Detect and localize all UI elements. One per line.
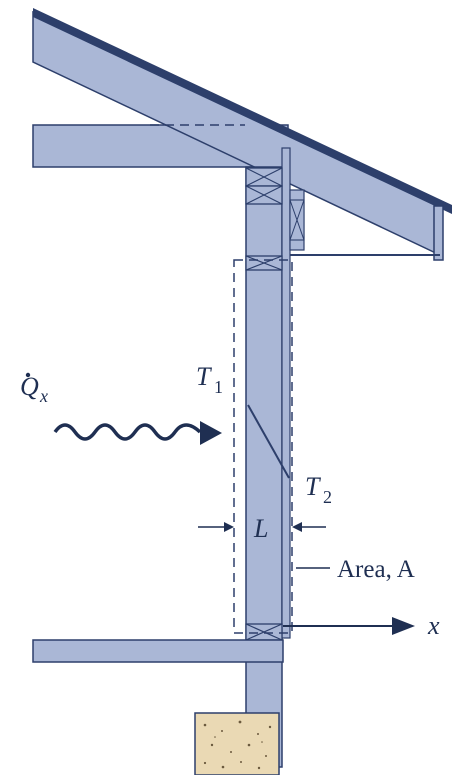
area-label: Area, A	[337, 556, 415, 583]
svg-text:Q: Q	[20, 372, 39, 401]
wavy-arrow-icon	[53, 421, 222, 445]
bottom-plate-block	[245, 623, 283, 641]
svg-text:T: T	[305, 472, 321, 501]
heat-rate-label: Q x	[20, 372, 48, 406]
dimension-arrows-icon	[198, 522, 326, 532]
floor-joist	[32, 639, 284, 663]
top-plate-lower-block	[245, 255, 283, 271]
svg-text:T: T	[196, 362, 212, 391]
top-plate-block	[245, 167, 305, 241]
foundation	[194, 712, 280, 775]
t1-label: T 1	[196, 362, 223, 397]
svg-text:1: 1	[214, 377, 223, 397]
svg-text:x: x	[39, 386, 48, 406]
control-volume-boundary	[233, 259, 293, 634]
t2-label: T 2	[305, 472, 332, 507]
arrow-right-icon	[283, 617, 415, 635]
wall-stud	[245, 147, 305, 768]
x-axis-label: x	[427, 611, 440, 640]
roof-rafter	[32, 8, 452, 261]
svg-text:2: 2	[323, 487, 332, 507]
thickness-label: L	[253, 514, 268, 543]
temperature-profile-line	[247, 404, 290, 479]
